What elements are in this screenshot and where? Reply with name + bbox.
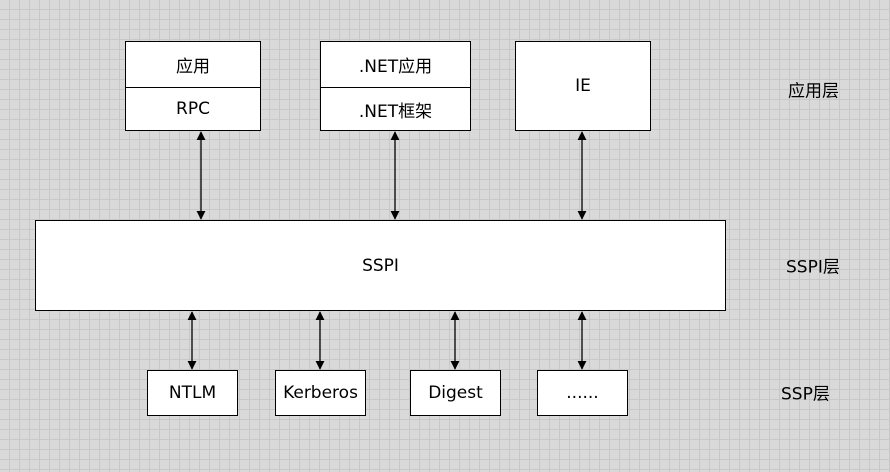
rpc-cell: RPC bbox=[176, 99, 210, 119]
sspi-box: SSPI bbox=[35, 220, 726, 311]
ntlm-box: NTLM bbox=[147, 370, 238, 416]
dotnet-stack-box: .NET应用 .NET框架 bbox=[320, 41, 471, 131]
sspi-layer-label: SSPI层 bbox=[786, 257, 840, 278]
ssp-layer-label: SSP层 bbox=[781, 384, 830, 405]
ie-box: IE bbox=[515, 41, 651, 131]
digest-box: Digest bbox=[410, 370, 501, 416]
dotnet-application-cell: .NET应用 bbox=[321, 42, 470, 88]
rpc-stack-application-cell: 应用 bbox=[126, 42, 260, 88]
rpc-stack-box: 应用 RPC bbox=[125, 41, 261, 131]
application-layer-label: 应用层 bbox=[788, 81, 839, 102]
other-provider-box: ...... bbox=[537, 370, 628, 416]
dotnet-framework-cell: .NET框架 bbox=[358, 101, 433, 122]
kerberos-box: Kerberos bbox=[275, 370, 366, 416]
